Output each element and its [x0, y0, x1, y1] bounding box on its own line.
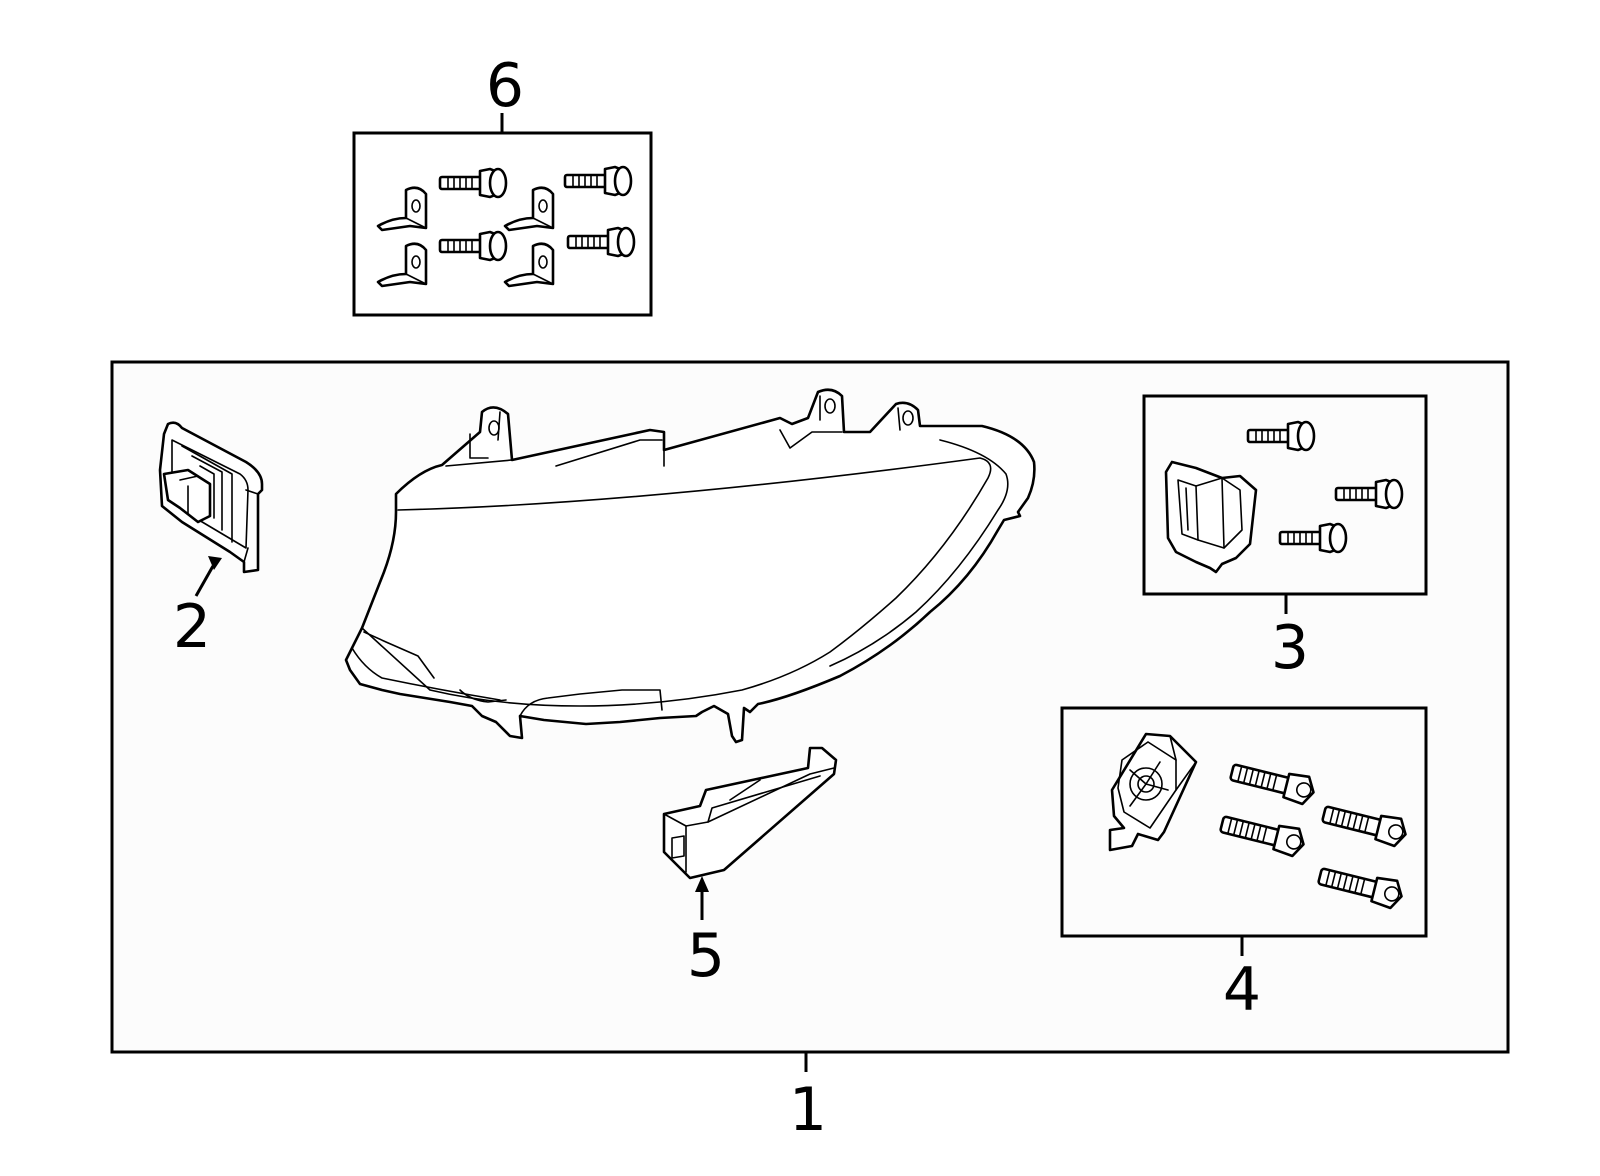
callout-3: 3 — [1271, 613, 1309, 683]
arrow-2-icon — [208, 556, 222, 570]
callout-5: 5 — [687, 921, 725, 991]
part-4-kit-box — [1060, 706, 1428, 956]
callout-6: 6 — [486, 51, 524, 121]
part-5-bracket — [662, 746, 838, 880]
headlamp-assembly — [344, 388, 1036, 744]
hardware-kit-box — [352, 113, 653, 317]
callout-2: 2 — [173, 592, 211, 662]
leader-2 — [194, 565, 215, 597]
part-2-module — [158, 421, 264, 574]
part-3-kit-box — [1142, 394, 1428, 614]
callout-1: 1 — [789, 1075, 827, 1145]
callout-4: 4 — [1223, 955, 1261, 1025]
arrow-5-icon — [695, 876, 709, 892]
